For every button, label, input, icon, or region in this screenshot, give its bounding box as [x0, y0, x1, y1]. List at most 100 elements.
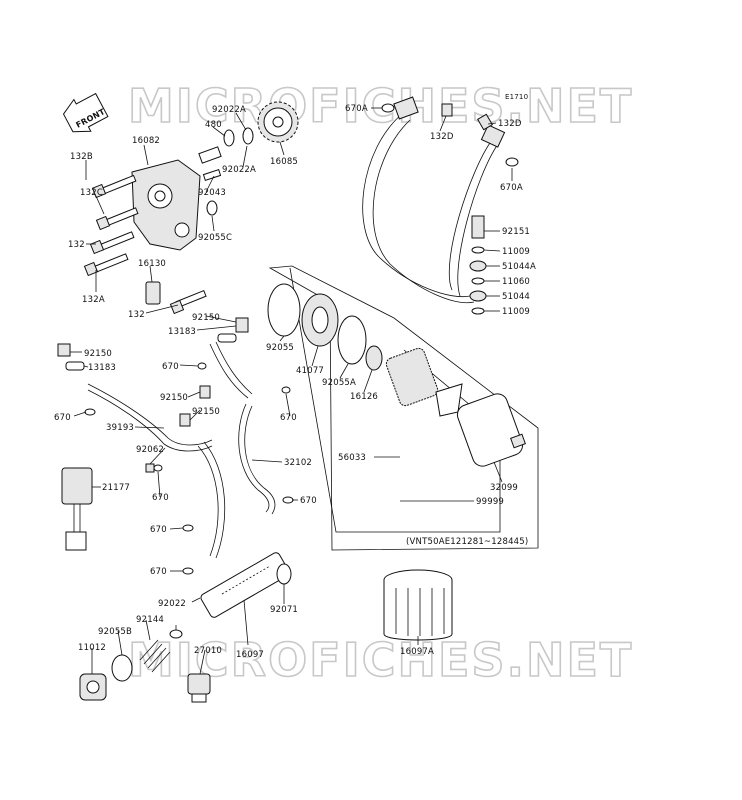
- label-13183-a: 13183: [168, 327, 196, 337]
- oring-670-g: [182, 567, 194, 575]
- banjo-bolt-92150-d: [179, 413, 191, 427]
- oil-pressure-sensor-21177: [61, 467, 93, 551]
- label-670-f: 670: [150, 525, 167, 535]
- label-132D-b: 132D: [498, 119, 522, 129]
- label-92071: 92071: [270, 605, 298, 615]
- filter-case-32099: [456, 393, 526, 467]
- label-92150-d: 92150: [192, 407, 220, 417]
- label-670A-top: 670A: [345, 104, 368, 114]
- oring-16126: [365, 345, 383, 371]
- label-480: 480: [205, 120, 222, 130]
- label-16085: 16085: [270, 157, 298, 167]
- bolt-132-b: [169, 289, 207, 315]
- oil-pump-body: [131, 146, 222, 251]
- label-39193: 39193: [106, 423, 134, 433]
- banjo-bolt-92150-c: [199, 385, 211, 399]
- oil-strainer-16097: [200, 552, 290, 618]
- oring-670-a: [197, 362, 207, 370]
- label-92150-a: 92150: [192, 313, 220, 323]
- oring-670-b: [84, 408, 96, 416]
- label-13183-b: 13183: [88, 363, 116, 373]
- washer-480: [223, 129, 235, 147]
- label-21177: 21177: [102, 483, 130, 493]
- label-670-g: 670: [150, 567, 167, 577]
- oil-pipe-39193: [87, 383, 213, 452]
- banjo-51044: [469, 290, 487, 302]
- label-16097: 16097: [236, 650, 264, 660]
- label-92150-b: 92150: [84, 349, 112, 359]
- oring-670A-top: [381, 103, 395, 113]
- label-16097A: 16097A: [400, 647, 434, 657]
- label-670-b: 670: [54, 413, 71, 423]
- oring-92071: [276, 563, 292, 585]
- filter-element-56033: [385, 347, 439, 407]
- pump-sprocket-gear-icon: [257, 101, 299, 143]
- dowel-16130: [145, 281, 161, 305]
- label-132-lower: 132: [128, 310, 145, 320]
- oil-filter-16097A: [383, 569, 453, 641]
- plug-11012: [79, 673, 107, 701]
- label-670-d: 670: [152, 493, 169, 503]
- filter-subgroup-box: [289, 267, 501, 533]
- oring-670-f: [182, 524, 194, 532]
- washer-11009-b: [471, 307, 485, 315]
- oil-pipe-lower: [197, 441, 226, 559]
- banjo-bolt-92150-b: [57, 343, 71, 357]
- label-51044A: 51044A: [502, 262, 536, 272]
- label-92022: 92022: [158, 599, 186, 609]
- label-92062: 92062: [136, 445, 164, 455]
- label-99999: 99999: [476, 497, 504, 507]
- banjo-bolt-92150-a: [235, 317, 249, 333]
- banjo-51044A: [469, 260, 487, 272]
- label-92022A-lower: 92022A: [222, 165, 256, 175]
- label-92150-c: 92150: [160, 393, 188, 403]
- label-32099: 32099: [490, 483, 518, 493]
- washer-92022A: [242, 127, 254, 145]
- oring-92055: [267, 283, 301, 337]
- bolt-132A: [83, 253, 129, 277]
- label-16130: 16130: [138, 259, 166, 269]
- label-16126: 16126: [350, 392, 378, 402]
- oring-670-d: [153, 464, 163, 472]
- leader-lines: [70, 107, 513, 675]
- bolt-132B: [91, 174, 137, 199]
- oring-92055C: [206, 200, 218, 216]
- filter-cover-41077: [301, 293, 339, 347]
- label-16082: 16082: [132, 136, 160, 146]
- label-92055B: 92055B: [98, 627, 132, 637]
- watermark-top: MICROFICHES.NET: [128, 79, 633, 133]
- label-56033: 56033: [338, 453, 366, 463]
- label-92022A-top: 92022A: [212, 105, 246, 115]
- bracket-13183-b: [65, 361, 85, 371]
- label-32102: 32102: [284, 458, 312, 468]
- oring-92055B: [111, 654, 133, 682]
- label-92151: 92151: [502, 227, 530, 237]
- label-92055A: 92055A: [322, 378, 356, 388]
- filter-group-box: [268, 265, 539, 551]
- label-132: 132: [68, 240, 85, 250]
- label-41077: 41077: [296, 366, 324, 376]
- washer-11009-a: [471, 246, 485, 254]
- bolt-132D-b: [476, 113, 494, 131]
- label-132D-a: 132D: [430, 132, 454, 142]
- oil-hose: [362, 96, 506, 304]
- serial-note: (VNT50AE121281~128445): [406, 537, 528, 547]
- label-92055C: 92055C: [198, 233, 232, 243]
- watermark-bottom: MICROFICHES.NET: [128, 633, 633, 687]
- figure-code: E1710: [505, 93, 528, 101]
- front-arrow-icon: [62, 92, 109, 133]
- bolt-132C: [95, 207, 139, 231]
- label-51044: 51044: [502, 292, 530, 302]
- oring-92055A: [337, 315, 367, 365]
- oil-pressure-switch-27010: [187, 673, 211, 703]
- label-92043: 92043: [198, 188, 226, 198]
- bolt-132D-a: [441, 103, 453, 117]
- label-27010: 27010: [194, 646, 222, 656]
- label-132B: 132B: [70, 152, 93, 162]
- oil-pipe-32102: [209, 341, 276, 515]
- label-132A: 132A: [82, 295, 105, 305]
- washer-92022: [169, 629, 183, 639]
- label-92055: 92055: [266, 343, 294, 353]
- label-11009-b: 11009: [502, 307, 530, 317]
